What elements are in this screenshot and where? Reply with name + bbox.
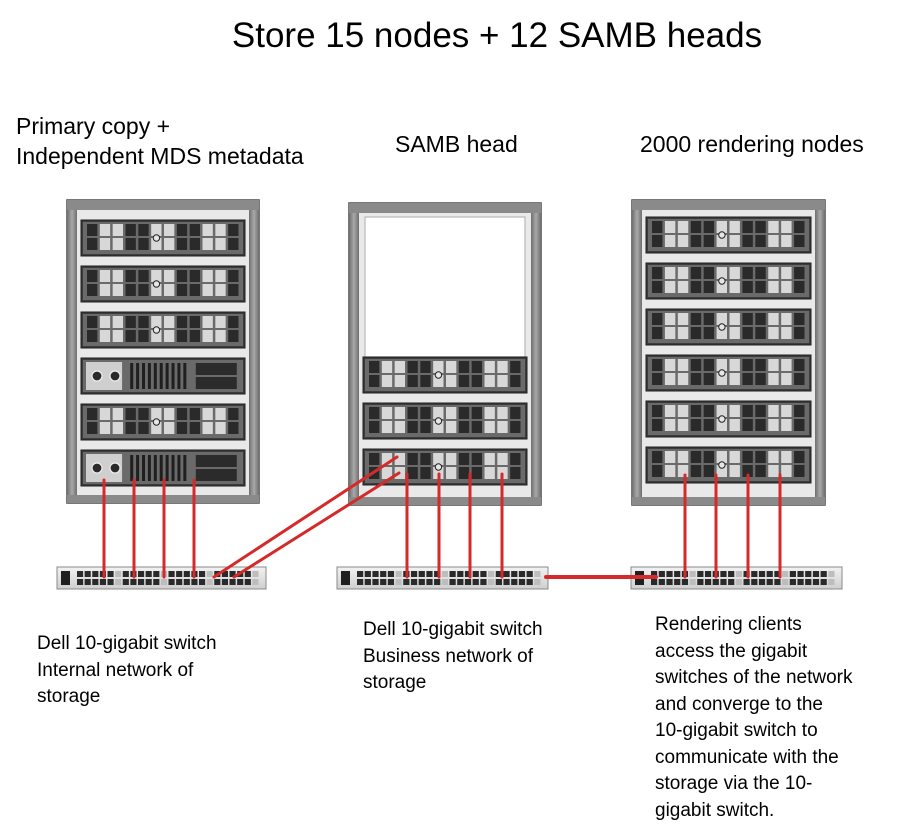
render-server-rack-icon-server-2 [645, 262, 812, 300]
primary-rack-label: Primary copy + Independent MDS metadata [16, 111, 304, 171]
render-rack-label-line-1: 2000 rendering nodes [640, 131, 864, 157]
samb-server-rack-icon [348, 202, 542, 506]
primary-rack-label-line-1: Primary copy + [16, 113, 171, 139]
rendering-clients-caption: Rendering clients access the gigabit swi… [655, 612, 852, 824]
primary-server-rack-icon-server-5 [80, 403, 246, 441]
business-switch-caption: Dell 10-gigabit switch Business network … [363, 617, 543, 697]
rendering-clients-caption-line-2: access the gigabit [655, 640, 808, 662]
primary-server-rack-icon-server-2 [80, 265, 246, 303]
internal-switch-caption: Dell 10-gigabit switch Internal network … [37, 631, 217, 711]
primary-server-rack-icon-server-3 [80, 311, 246, 349]
render-server-rack-icon [631, 199, 826, 506]
primary-rack-label-line-2: Independent MDS metadata [16, 143, 304, 169]
cable-icon-6 [232, 471, 401, 579]
render-server-rack-icon-server-3 [645, 308, 812, 346]
client-network-switch-icon [630, 566, 843, 590]
business-switch-caption-line-3: storage [363, 672, 427, 693]
rendering-clients-caption-line-8: gigabit switch. [655, 799, 775, 821]
samb-server-rack-icon-server-1 [362, 356, 528, 394]
rendering-clients-caption-line-4: and converge to the [655, 693, 823, 715]
cable-icon-5 [212, 455, 399, 579]
primary-server-rack-icon-server-1 [80, 219, 246, 257]
business-network-switch-icon [336, 566, 549, 590]
rendering-clients-caption-line-5: 10-gigabit switch to [655, 720, 818, 741]
business-switch-caption-line-2: Business network of [363, 645, 534, 667]
primary-server-rack-icon-server-4 [80, 357, 246, 395]
rendering-clients-caption-line-6: communicate with the [655, 746, 839, 768]
rendering-clients-caption-line-7: storage via the 10- [655, 773, 813, 794]
render-server-rack-icon-server-5 [645, 400, 812, 438]
samb-rack-label: SAMB head [395, 129, 518, 159]
render-rack-label: 2000 rendering nodes [640, 129, 864, 159]
primary-server-rack-icon-server-6 [80, 449, 246, 487]
internal-network-switch-icon [56, 566, 267, 590]
rendering-clients-caption-line-3: switches of the network [655, 667, 853, 688]
render-server-rack-icon-server-1 [645, 216, 812, 254]
page-title: Store 15 nodes + 12 SAMB heads [231, 16, 763, 55]
render-server-rack-icon-server-6 [645, 446, 812, 484]
samb-server-rack-icon-server-2 [362, 402, 528, 440]
business-switch-caption-line-1: Dell 10-gigabit switch [363, 619, 543, 640]
primary-server-rack-icon [66, 199, 260, 504]
samb-rack-label-line-1: SAMB head [395, 131, 518, 157]
internal-switch-caption-line-3: storage [37, 686, 101, 707]
internal-switch-caption-line-2: Internal network of [37, 659, 194, 681]
internal-switch-caption-line-1: Dell 10-gigabit switch [37, 633, 217, 654]
render-server-rack-icon-server-4 [645, 354, 812, 392]
rendering-clients-caption-line-1: Rendering clients [655, 614, 802, 635]
